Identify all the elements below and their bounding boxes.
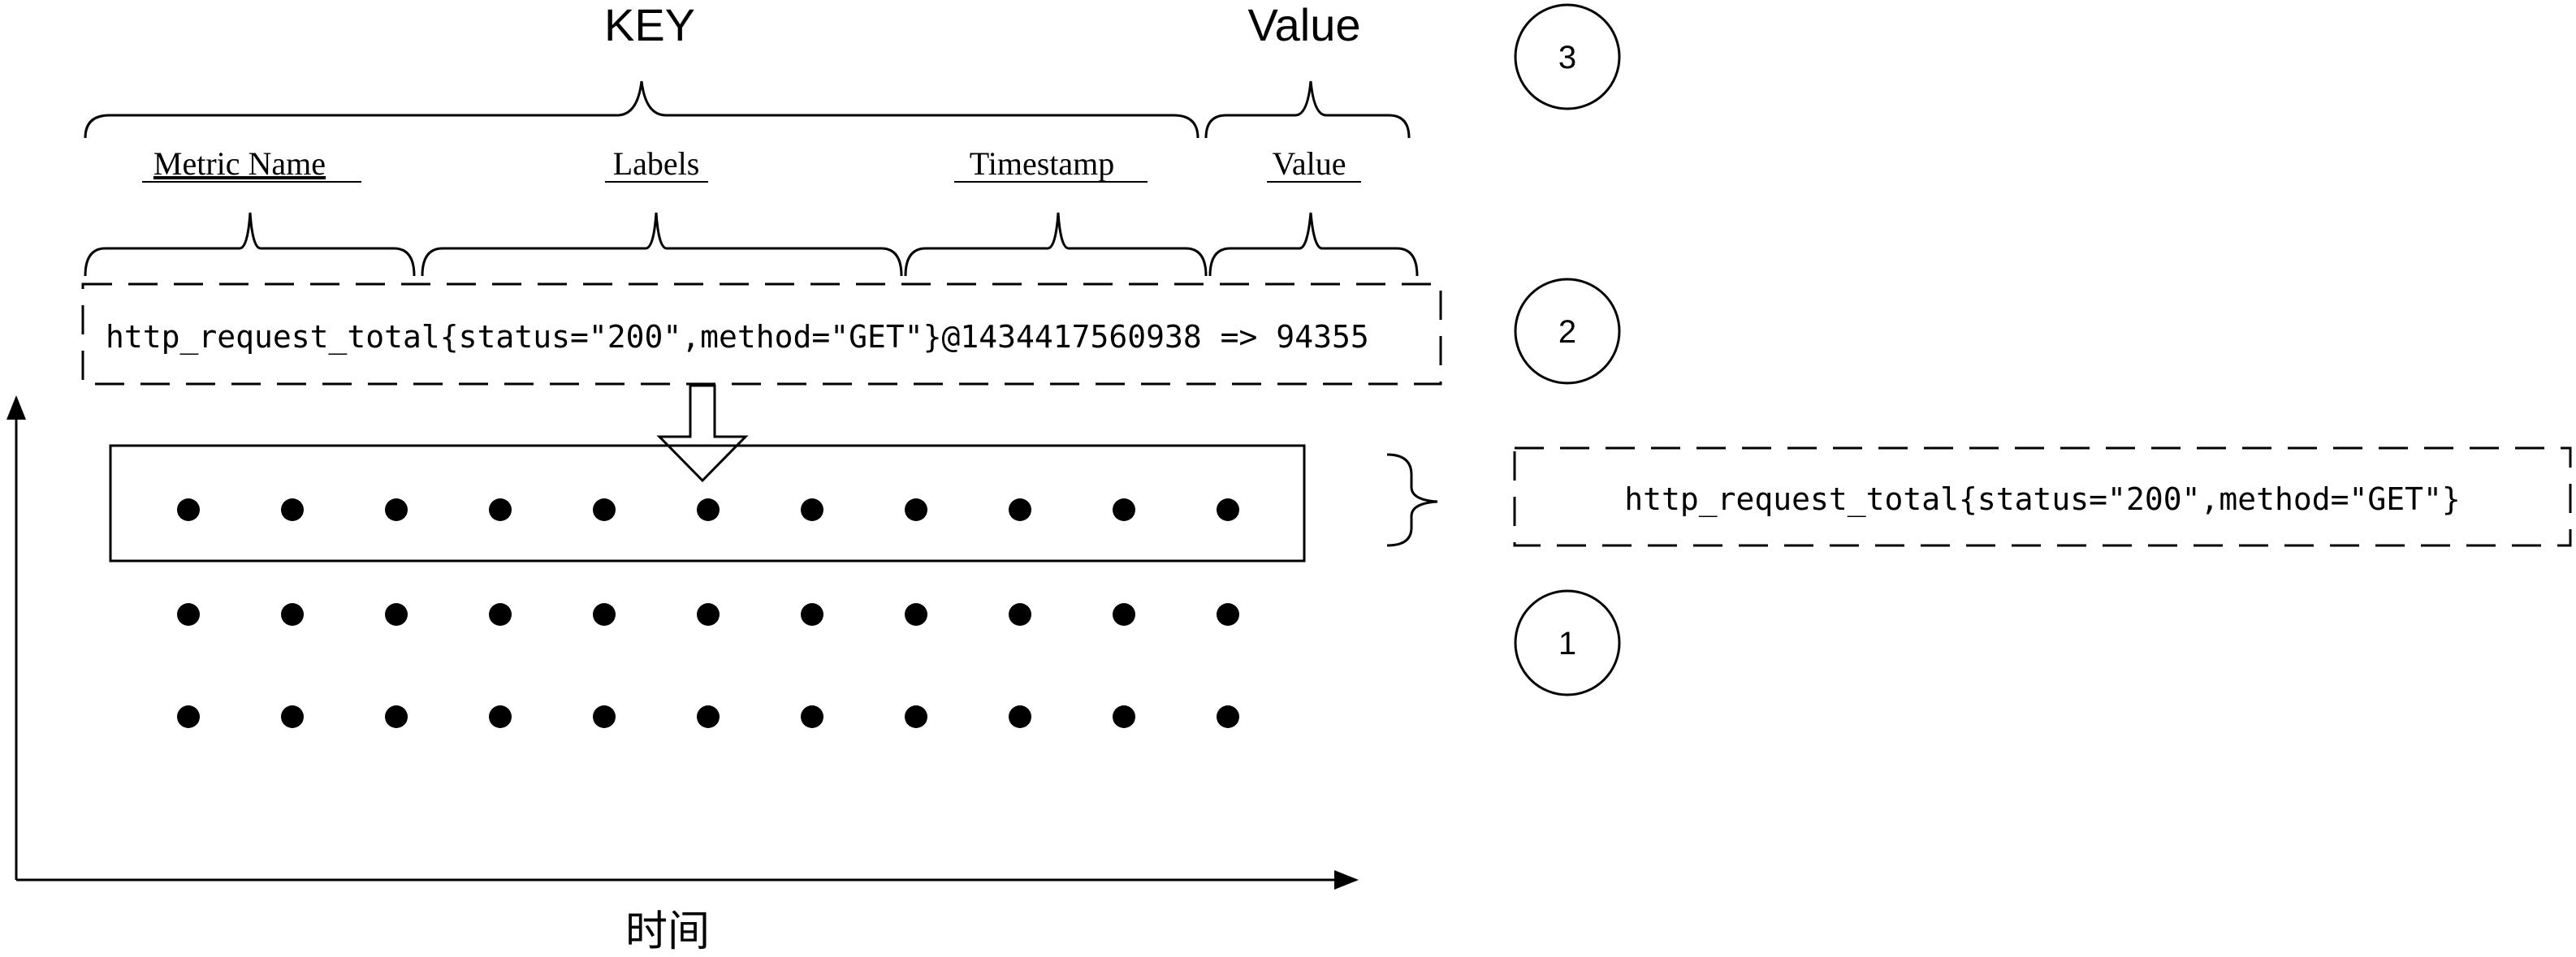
segment-value: Value [1272, 145, 1346, 182]
sample-dot [1009, 705, 1031, 728]
sample-dot [385, 498, 408, 521]
sample-dot [905, 705, 927, 728]
sample-dot [177, 705, 200, 728]
sample-dot [801, 705, 823, 728]
metric-name-brace [84, 212, 416, 277]
value-small-brace [1208, 212, 1419, 277]
sample-dot [697, 603, 720, 626]
highlight-row-box [109, 444, 1306, 563]
segment-metric-name: Metric Name [153, 145, 326, 182]
sample-dot [801, 603, 823, 626]
sample-dots [177, 498, 1239, 728]
sample-dot [1009, 498, 1031, 521]
sample-dot [177, 603, 200, 626]
sample-dot [177, 498, 200, 521]
sample-dot [489, 705, 512, 728]
sample-box [81, 282, 1442, 386]
sample-dot [801, 498, 823, 521]
sample-dot [1217, 603, 1239, 626]
sample-dot [697, 498, 720, 521]
value-brace [1204, 80, 1411, 139]
series-text: http_request_total{status="200",method="… [1624, 481, 2461, 518]
sample-dot [385, 603, 408, 626]
value-heading: Value [1247, 0, 1360, 50]
sample-dot [1217, 498, 1239, 521]
marker-2-circle [1514, 278, 1621, 385]
series-brace [1386, 453, 1438, 547]
marker-3-circle [1514, 3, 1621, 110]
down-arrow [656, 384, 749, 483]
sample-dot [1113, 498, 1135, 521]
sample-dot [1009, 603, 1031, 626]
sample-dot [489, 498, 512, 521]
sample-dot [593, 498, 616, 521]
sample-dot [905, 498, 927, 521]
sample-dot [281, 498, 304, 521]
marker-1-circle [1514, 589, 1621, 696]
timestamp-brace [904, 212, 1208, 277]
sample-dot [1113, 705, 1135, 728]
sample-dot [281, 603, 304, 626]
x-axis-label: 时间 [625, 909, 710, 955]
segment-timestamp: Timestamp [970, 145, 1115, 182]
sample-dot [385, 705, 408, 728]
sample-dot [593, 705, 616, 728]
sample-dot [489, 603, 512, 626]
sample-dot [1113, 603, 1135, 626]
labels-brace [421, 212, 903, 277]
marker-2: 2 [1558, 314, 1576, 350]
sample-dot [593, 603, 616, 626]
sample-dot [281, 705, 304, 728]
sample-dot [1217, 705, 1239, 728]
key-heading: KEY [604, 0, 695, 50]
key-brace [84, 80, 1199, 139]
marker-3: 3 [1558, 40, 1576, 75]
sample-dot [697, 705, 720, 728]
marker-1: 1 [1558, 626, 1576, 662]
sample-dot [905, 603, 927, 626]
segment-labels: Labels [613, 145, 700, 182]
series-box [1513, 446, 2572, 547]
sample-text: http_request_total{status="200",method="… [106, 319, 1369, 356]
